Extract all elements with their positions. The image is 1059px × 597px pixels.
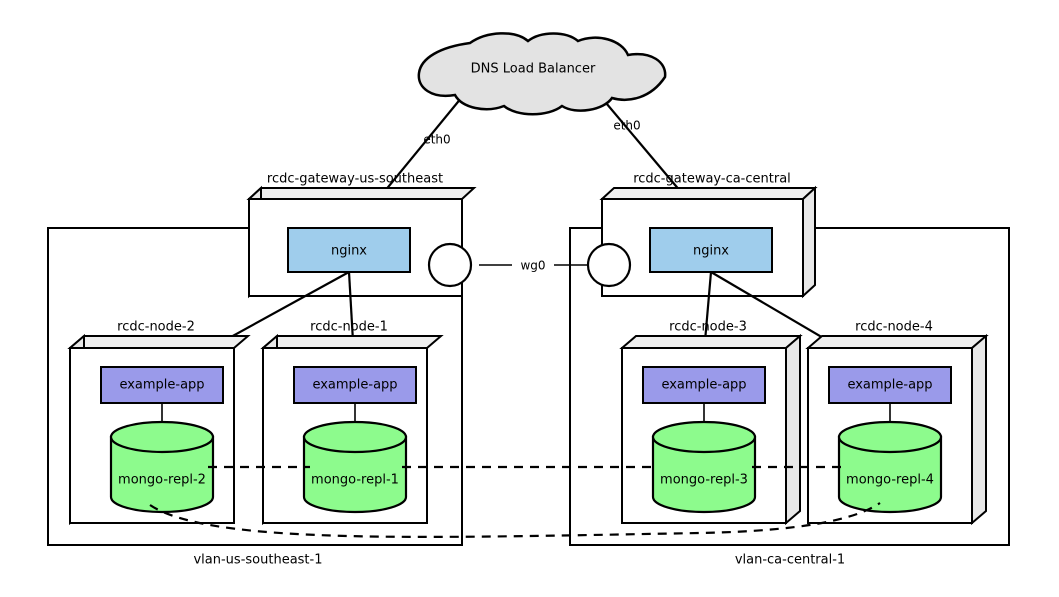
node-rcdc-node-4[interactable]: rcdc-node-4 example-app mongo-repl-4: [805, 320, 989, 526]
nginx-label-left: nginx: [331, 244, 367, 259]
node-rcdc-node-3[interactable]: rcdc-node-3 example-app mongo-repl-3: [619, 320, 803, 526]
gateway-ca-central[interactable]: rcdc-gateway-ca-central nginx: [599, 172, 818, 299]
db-label-mongo-repl-2: mongo-repl-2: [118, 473, 206, 488]
db-label-mongo-repl-3: mongo-repl-3: [660, 473, 748, 488]
wg0-endpoint-right: [586, 242, 632, 288]
node-label-rcdc-node-3: rcdc-node-3: [669, 320, 747, 335]
eth0-label-left: eth0: [423, 133, 450, 147]
node-label-rcdc-node-4: rcdc-node-4: [855, 320, 933, 335]
mongo-replication-links: [149, 465, 881, 538]
database-cylinder-mongo-repl-4[interactable]: mongo-repl-4: [837, 420, 943, 514]
app-label-rcdc-node-3: example-app: [661, 378, 746, 393]
gateway-label-ca-central: rcdc-gateway-ca-central: [633, 172, 791, 187]
node-rcdc-node-2[interactable]: rcdc-node-2 example-app mongo-repl-2: [67, 320, 251, 526]
database-cylinder-mongo-repl-1[interactable]: mongo-repl-1: [302, 420, 408, 514]
cloud-icon: [417, 32, 667, 116]
cloud-label: DNS Load Balancer: [471, 62, 596, 77]
db-label-mongo-repl-4: mongo-repl-4: [846, 473, 934, 488]
app-box-rcdc-node-3[interactable]: [642, 366, 766, 404]
nginx-label-right: nginx: [693, 244, 729, 259]
node-label-rcdc-node-2: rcdc-node-2: [117, 320, 195, 335]
mongo-replica-set-wrap-link: [149, 502, 881, 538]
vlan-label-ca-central: vlan-ca-central-1: [735, 553, 845, 568]
database-cylinder-mongo-repl-3[interactable]: mongo-repl-3: [651, 420, 757, 514]
wg0-label: wg0: [520, 259, 545, 273]
app-label-rcdc-node-4: example-app: [847, 378, 932, 393]
app-box-rcdc-node-2[interactable]: [100, 366, 224, 404]
database-cylinder-mongo-repl-2[interactable]: mongo-repl-2: [109, 420, 215, 514]
dns-load-balancer-cloud: DNS Load Balancer: [417, 32, 667, 116]
wg0-endpoint-left: [427, 242, 473, 288]
eth0-label-right: eth0: [613, 119, 640, 133]
app-box-rcdc-node-4[interactable]: [828, 366, 952, 404]
app-label-rcdc-node-1: example-app: [312, 378, 397, 393]
wireguard-tunnel-wg0: wg0: [427, 242, 632, 288]
node-rcdc-node-1[interactable]: rcdc-node-1 example-app mongo-repl-1: [260, 320, 444, 526]
db-label-mongo-repl-1: mongo-repl-1: [311, 473, 399, 488]
nginx-service-box-right[interactable]: [649, 227, 773, 273]
vlan-label-us-southeast: vlan-us-southeast-1: [193, 553, 322, 568]
gateway-label-us-southeast: rcdc-gateway-us-southeast: [267, 172, 443, 187]
app-box-rcdc-node-1[interactable]: [293, 366, 417, 404]
node-label-rcdc-node-1: rcdc-node-1: [310, 320, 388, 335]
app-label-rcdc-node-2: example-app: [119, 378, 204, 393]
